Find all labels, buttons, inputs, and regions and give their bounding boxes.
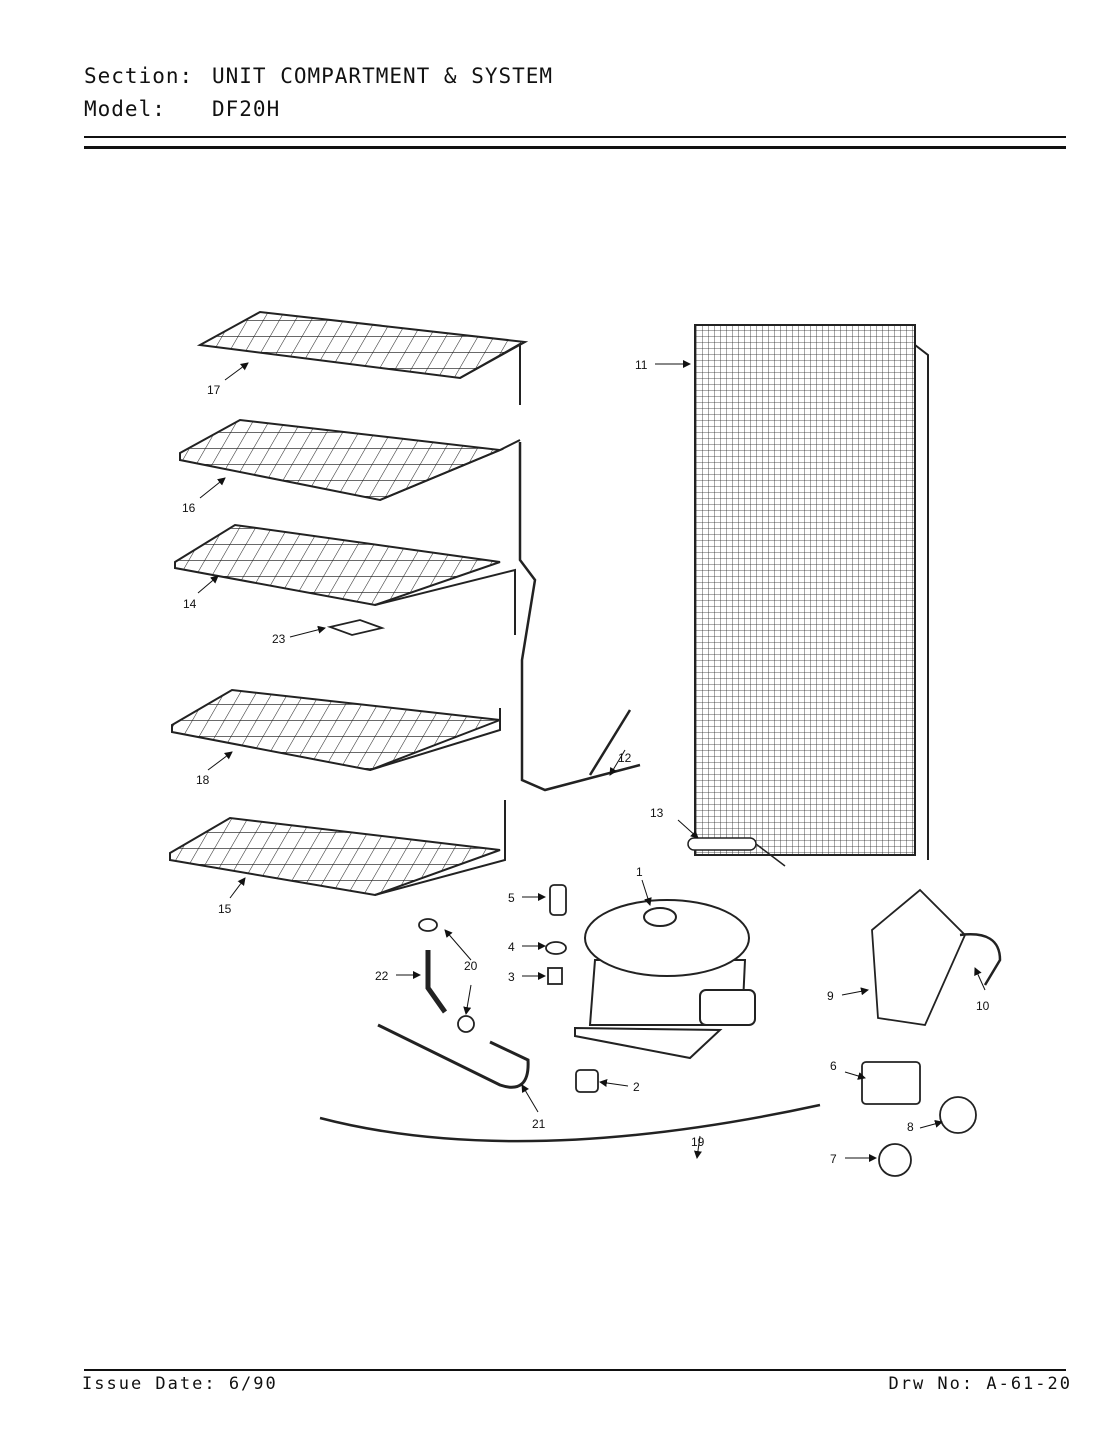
washer-4: [545, 941, 567, 955]
tube-21: [377, 1023, 530, 1089]
callout-19: 19: [691, 1135, 705, 1149]
cover-9: [871, 888, 967, 1026]
drawing-number: Drw No: A-61-20: [888, 1374, 1072, 1394]
callout-6: 6: [830, 1059, 837, 1073]
callout-11: 11: [635, 358, 648, 372]
model-line: Model: DF20H: [84, 97, 280, 121]
evaporator-shelf-17: [196, 310, 529, 405]
section-line: Section: UNIT COMPARTMENT & SYSTEM: [84, 64, 553, 88]
footer-rule: [84, 1369, 1066, 1371]
compressor-1: [574, 899, 756, 1060]
leader-lines: [197, 360, 986, 1162]
callout-labels: 17 16 14 23 18 15 11 12 13 1 5 4 3 2 20 …: [182, 358, 990, 1166]
condenser-11: [694, 324, 929, 860]
housing-23: [326, 619, 386, 636]
section-title: UNIT COMPARTMENT & SYSTEM: [212, 64, 554, 88]
callout-14: 14: [183, 597, 197, 611]
callout-4: 4: [508, 940, 515, 954]
callout-21: 21: [532, 1117, 546, 1131]
callout-2: 2: [633, 1080, 640, 1094]
clamp-20: [418, 918, 475, 1033]
cord-19: [319, 1103, 821, 1143]
grommet-2: [575, 1069, 599, 1093]
callout-7: 7: [830, 1152, 837, 1166]
callout-1: 1: [636, 865, 643, 879]
tube-22: [425, 950, 448, 1014]
callout-3: 3: [508, 970, 515, 984]
model-label: Model:: [84, 97, 166, 121]
callout-18: 18: [196, 773, 210, 787]
tubing: [518, 442, 641, 792]
callout-8: 8: [907, 1120, 914, 1134]
callout-5: 5: [508, 891, 515, 905]
evaporator-shelf-15: [169, 800, 506, 897]
header-rule-bottom: [84, 146, 1066, 149]
clip-10: [959, 933, 1002, 986]
evaporator-shelf-16: [179, 418, 521, 502]
callout-16: 16: [182, 501, 196, 515]
evaporator-shelf-14: [174, 523, 516, 635]
callout-20: 20: [464, 959, 478, 973]
drier-13: [687, 837, 786, 867]
model-number: DF20H: [212, 97, 281, 121]
bracket-8: [939, 1096, 977, 1134]
header-rule-top: [84, 136, 1066, 138]
relay-6: [861, 1061, 921, 1105]
callout-15: 15: [218, 902, 232, 916]
grommet-5: [549, 884, 567, 916]
section-label: Section:: [84, 64, 194, 88]
callout-13: 13: [650, 806, 664, 820]
sleeve-3: [547, 967, 563, 985]
evaporator-shelf-18: [171, 688, 501, 772]
callout-22: 22: [375, 969, 389, 983]
callout-10: 10: [976, 999, 990, 1013]
callout-12: 12: [618, 751, 632, 765]
callout-17: 17: [207, 383, 221, 397]
callout-23: 23: [272, 632, 286, 646]
issue-date: Issue Date: 6/90: [82, 1374, 278, 1394]
callout-9: 9: [827, 989, 834, 1003]
overload-7: [878, 1143, 912, 1177]
